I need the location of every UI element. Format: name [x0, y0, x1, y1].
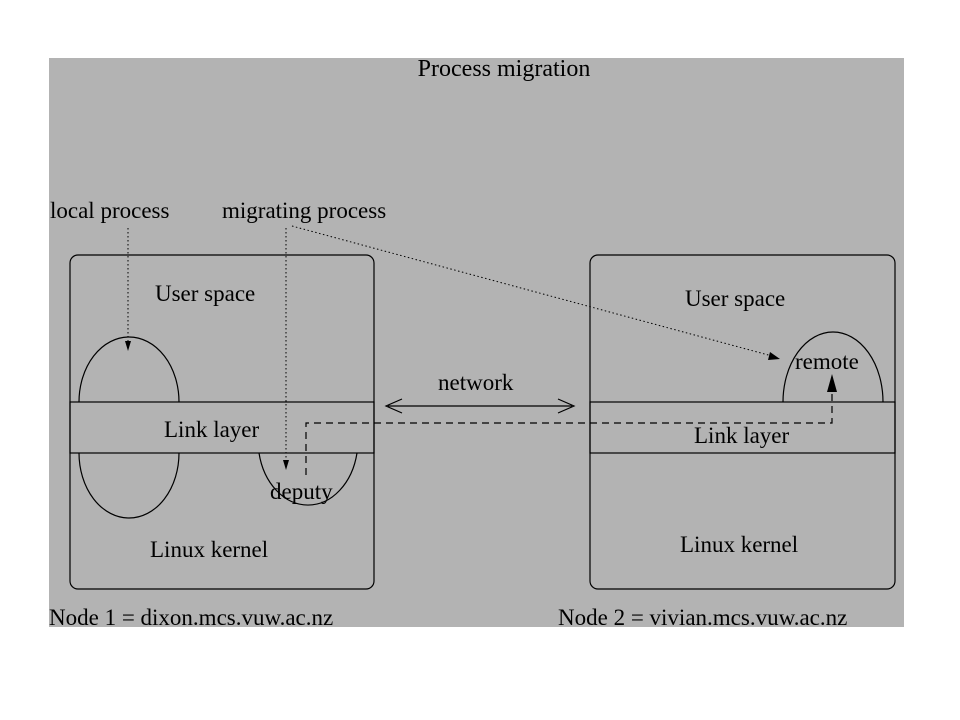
deputy-label: deputy [270, 479, 333, 504]
node-1-caption: Node 1 = dixon.mcs.vuw.ac.nz [49, 605, 333, 630]
deputy-remote-link-head [827, 374, 837, 392]
local-process-pointer-head [125, 341, 131, 351]
local-process-bubble [78, 336, 180, 403]
network-arrow [384, 398, 576, 414]
remote-label: remote [795, 349, 859, 374]
diagram-title: Process migration [418, 56, 591, 82]
local-process-kernel-bubble [78, 452, 180, 519]
node-1: User space Link layer deputy Linux kerne… [69, 254, 375, 590]
node-1-link-layer-band [69, 401, 375, 454]
node-2: User space remote Link layer Linux kerne… [589, 254, 896, 590]
node-1-linux-kernel: Linux kernel [150, 537, 268, 562]
node-1-link-layer: Link layer [164, 417, 259, 442]
migrating-to-deputy-head [283, 460, 289, 470]
remote-bubble [782, 331, 884, 403]
node-1-user-space: User space [155, 281, 255, 306]
diagram-background [49, 58, 904, 627]
node-2-caption: Node 2 = vivian.mcs.vuw.ac.nz [558, 605, 847, 630]
deputy-bubble [258, 452, 358, 506]
network-arrow-left-head [384, 398, 403, 414]
network-arrow-right-head [557, 398, 576, 414]
node-2-link-layer: Link layer [694, 423, 789, 448]
node-2-user-space: User space [685, 286, 785, 311]
node-2-linux-kernel: Linux kernel [680, 532, 798, 557]
network-label: network [438, 370, 514, 395]
node-2-link-layer-band [589, 401, 896, 454]
migrating-process-label: migrating process [222, 198, 386, 223]
migrating-to-remote-pointer [291, 225, 773, 357]
deputy-remote-link-path [305, 378, 833, 475]
local-process-label: local process [50, 198, 169, 223]
migrating-to-remote-head [768, 352, 780, 360]
